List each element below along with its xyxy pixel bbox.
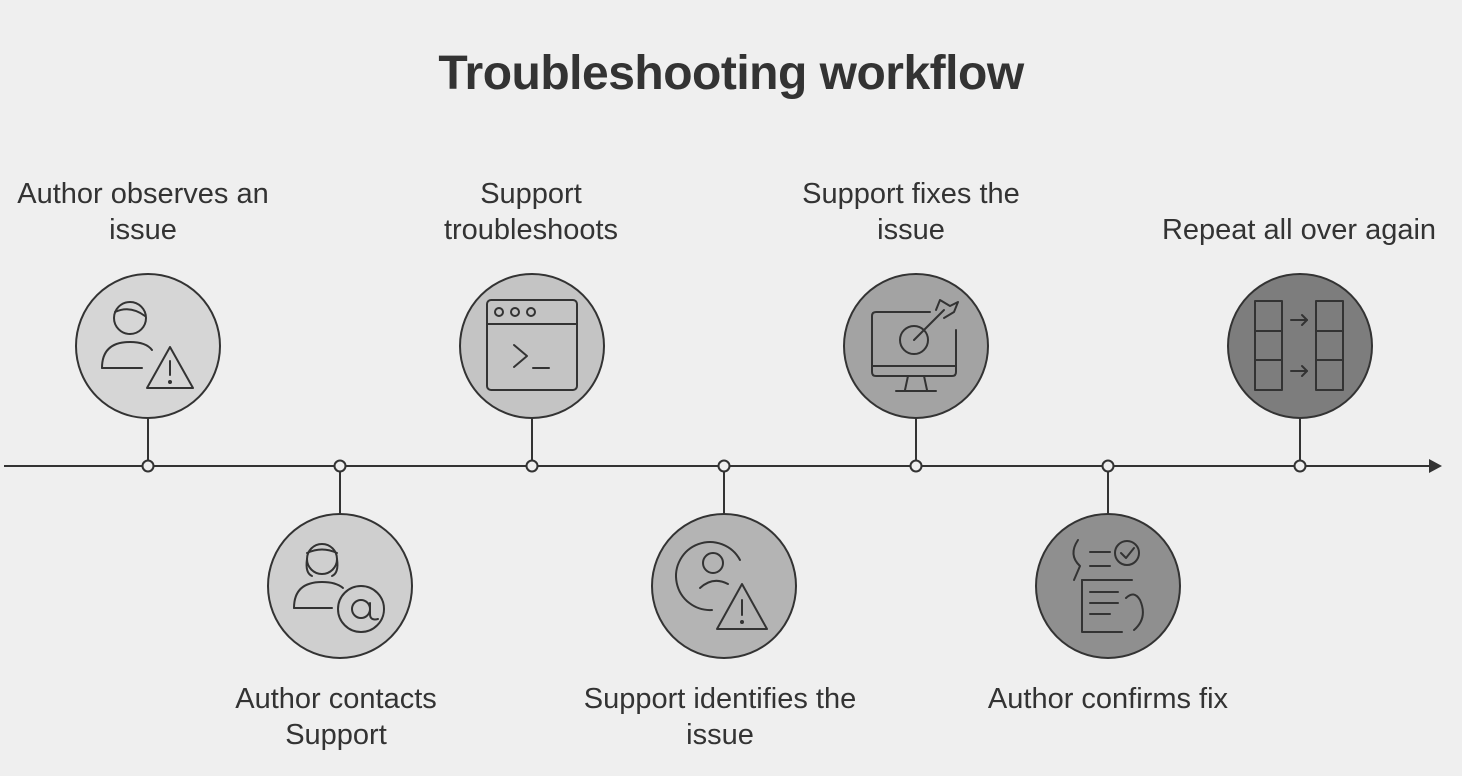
- user-circle-warning-icon: [675, 541, 768, 630]
- step-3-label: Support troubleshoots: [443, 178, 619, 246]
- step-4-label: Support identifies the issue: [583, 683, 857, 751]
- step-5-node: [843, 273, 989, 419]
- step-7-label: Repeat all over again: [1161, 214, 1437, 246]
- user-warning-icon: [101, 301, 194, 389]
- step-2-node: [267, 513, 413, 659]
- step-5-label: Support fixes the issue: [802, 178, 1020, 246]
- grid-transfer-icon: [1254, 300, 1344, 391]
- step-4-node: [651, 513, 797, 659]
- step-6-label: Author confirms fix: [987, 683, 1229, 715]
- diagram-title: Troubleshooting workflow: [438, 47, 1024, 100]
- monitor-target-icon: [871, 299, 959, 392]
- clipboard-check-icon: [1072, 539, 1144, 633]
- step-7-node: [1227, 273, 1373, 419]
- step-1-label: Author observes an issue: [17, 178, 269, 246]
- user-at-icon: [293, 543, 385, 633]
- timeline-arrowhead: [1429, 459, 1442, 473]
- axis-markers: [141, 459, 1307, 473]
- step-2-label: Author contacts Support: [235, 683, 437, 751]
- terminal-window-icon: [486, 299, 578, 391]
- step-6-node: [1035, 513, 1181, 659]
- connectors: [147, 418, 1301, 514]
- step-3-node: [459, 273, 605, 419]
- step-1-node: [75, 273, 221, 419]
